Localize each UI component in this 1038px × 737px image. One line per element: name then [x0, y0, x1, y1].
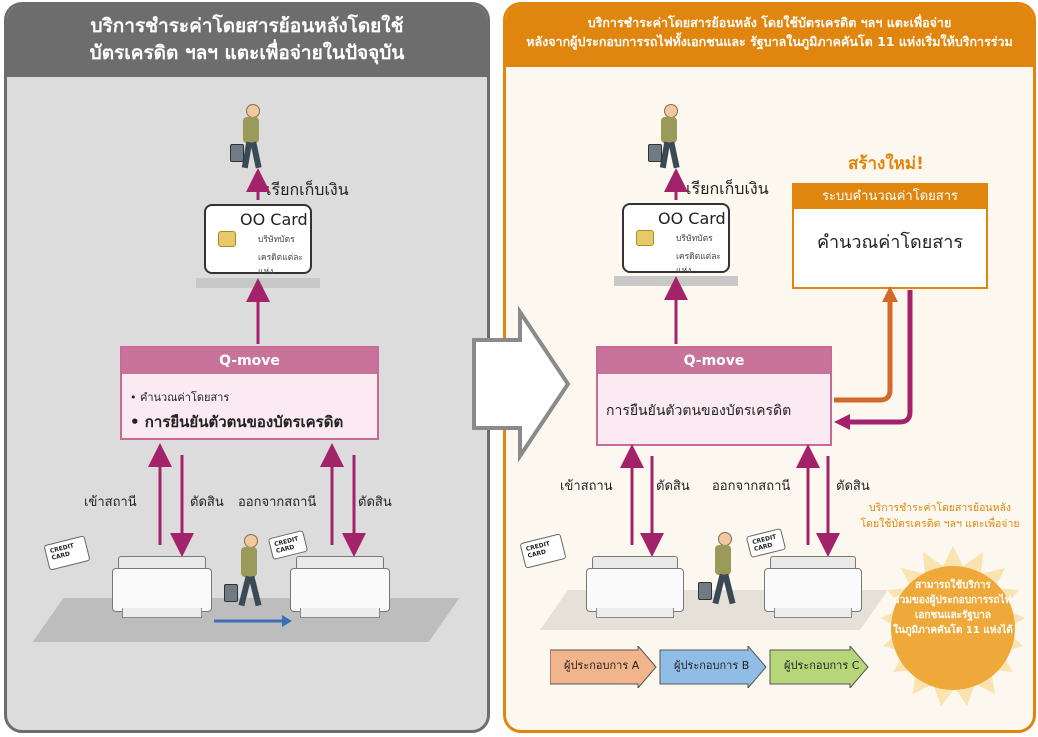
enter-station-label: เข้าสถานี: [84, 495, 137, 510]
fare-system-title: ระบบคำนวณค่าโดยสาร: [794, 185, 986, 209]
new-tag: สร้างใหม่!: [848, 154, 924, 174]
provider-arrow-a: [550, 646, 657, 688]
current-service-header: บริการชำระค่าโดยสารย้อนหลังโดยใช้ บัตรเค…: [7, 5, 487, 77]
provider-a-label: ผู้ประกอบการ A: [564, 659, 640, 672]
future-service-header: บริการชำระค่าโดยสารย้อนหลัง โดยใช้บัตรเค…: [506, 5, 1033, 67]
deduct-label-1: ตัดสิน: [190, 495, 224, 510]
service-note-line1: บริการชำระค่าโดยสารย้อนหลัง: [868, 502, 1012, 514]
card-issuer-line2: เครดิตแต่ละแห่ง: [258, 253, 303, 277]
provider-arrows: [550, 646, 869, 688]
fare-system-body: คำนวณค่าโดยสาร: [816, 232, 964, 253]
qmove-title: Q-move: [122, 348, 377, 374]
current-service-title-line2: บัตรเครดิต ฯลฯ แตะเพื่อจ่ายในปัจจุบัน: [89, 42, 405, 64]
card-name: OO Card: [240, 210, 308, 229]
partner-credit-card-right: OO Card บริษัทบัตร เครดิตแต่ละแห่ง: [622, 203, 730, 276]
fare-calculation-system: ระบบคำนวณค่าโดยสาร คำนวณค่าโดยสาร: [792, 183, 988, 289]
partner-credit-card: OO Card บริษัทบัตร เครดิตแต่ละแห่ง: [204, 204, 312, 277]
card-issuer-line1-right: บริษัทบัตร: [676, 234, 713, 244]
qmove-bullet-verify: • การยืนยันตัวตนของบัตรเครดิต: [130, 413, 344, 431]
traveler-icon: [230, 104, 272, 172]
provider-c-label: ผู้ประกอบการ C: [784, 659, 860, 672]
collect-label: เรียกเก็บเงิน: [266, 180, 349, 199]
arrow-qmove-to-fare-system-head: [882, 286, 898, 302]
current-service-title-line1: บริการชำระค่าโดยสารย้อนหลังโดยใช้: [90, 15, 404, 37]
arrow-fare-system-to-qmove-head: [834, 414, 850, 430]
traveler-icon-right: [648, 104, 690, 172]
ticket-gate-entry: [112, 556, 212, 626]
arrow-qmove-to-fare-system: [834, 300, 893, 403]
burst-line2: ร่วมของผู้ประกอบการรถไฟ: [894, 595, 1012, 606]
burst-line4: ในภูมิภาคคันโต 11 แห่งได้: [893, 625, 1013, 636]
burst-line3: เอกชนและรัฐบาล: [914, 610, 992, 621]
enter-station-label-right: เข้าสถาน: [560, 479, 613, 494]
service-note: บริการชำระค่าโดยสารย้อนหลัง โดยใช้บัตรเค…: [846, 500, 1034, 532]
provider-arrow-c: [769, 646, 869, 688]
transition-arrow: [472, 305, 571, 463]
qmove-body-right: การยืนยันตัวตนของบัตรเครดิต: [606, 403, 792, 419]
deduct-label-right-2: ตัดสิน: [836, 479, 870, 494]
arrow-fare-system-to-qmove: [848, 290, 913, 425]
traveler-walking-icon-right: [698, 532, 744, 612]
joint-service-text: สามารถใช้บริการ ร่วมของผู้ประกอบการรถไฟ …: [878, 578, 1028, 638]
ticket-gate-entry-right: [586, 556, 684, 626]
deduct-label-right-1: ตัดสิน: [656, 479, 690, 494]
collect-label-right: เรียกเก็บเงิน: [686, 179, 769, 198]
exit-station-label: ออกจากสถานี: [238, 495, 317, 510]
qmove-box-right: Q-move การยืนยันตัวตนของบัตรเครดิต: [596, 346, 832, 446]
card-name-right: OO Card: [658, 209, 726, 228]
traveler-walking-icon: [224, 534, 270, 614]
future-service-title-line1: บริการชำระค่าโดยสารย้อนหลัง โดยใช้บัตรเค…: [587, 15, 952, 30]
service-note-line2: โดยใช้บัตรเครดิต ฯลฯ แตะเพื่อจ่าย: [860, 518, 1020, 530]
card-issuer-line2-right: เครดิตแต่ละแห่ง: [676, 252, 721, 276]
qmove-bullet-fare: • คำนวณค่าโดยสาร: [130, 391, 230, 404]
card-chip-icon-right: [636, 230, 654, 246]
walk-direction-arrowhead: [282, 615, 292, 627]
provider-arrow-b: [659, 646, 767, 688]
card-issuer-line1: บริษัทบัตร: [258, 235, 295, 245]
deduct-label-2: ตัดสิน: [358, 495, 392, 510]
joint-service-burst: [881, 546, 1025, 706]
exit-station-label-right: ออกจากสถานี: [712, 479, 791, 494]
qmove-box: Q-move • คำนวณค่าโดยสาร • การยืนยันตัวตน…: [120, 346, 379, 440]
qmove-title-right: Q-move: [598, 348, 830, 374]
ticket-gate-exit-right: [764, 556, 862, 626]
ticket-gate-exit: [290, 556, 390, 626]
provider-b-label: ผู้ประกอบการ B: [674, 659, 750, 672]
future-service-title-line2: หลังจากผู้ประกอบการรถไฟทั้งเอกชนและ รัฐบ…: [526, 34, 1013, 49]
card-chip-icon: [218, 231, 236, 247]
burst-line1: สามารถใช้บริการ: [915, 580, 991, 591]
